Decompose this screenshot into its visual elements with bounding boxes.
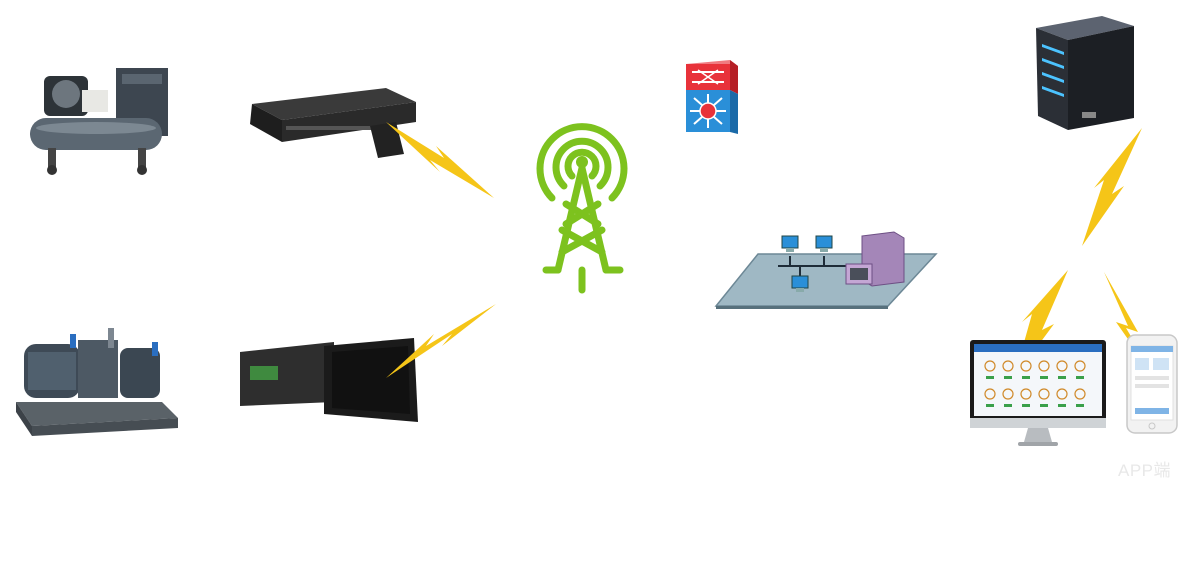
switch-icon [686,60,738,134]
hmi-panel-icon [240,338,418,422]
layer3-switch [684,58,740,136]
lightning-bolt-icon [1082,128,1142,246]
app-label: APP端 [1118,461,1172,480]
monitor-icon [970,340,1106,446]
gateway-box [246,82,421,164]
refrigeration-unit-icon [16,328,178,436]
cloud-server [1034,14,1136,132]
cell-tower [536,120,628,296]
lightning-bolt-icon [1104,272,1162,388]
server-icon [1036,16,1134,130]
air-compressor-icon [30,68,168,175]
mobile-phone [1126,334,1178,434]
hmi-touch-panel [238,336,420,428]
monitor-dashboard [970,340,1106,448]
gateway-box-icon [250,88,416,158]
signal-tower-icon [536,123,628,294]
refrigeration-unit [12,322,182,440]
lightning-bolt-icon [386,122,494,198]
air-compressor [20,62,175,180]
lan-network [714,226,938,310]
lightning-bolt-icon [386,304,496,378]
lan-network-icon [714,231,938,309]
phone-icon [1126,334,1178,434]
